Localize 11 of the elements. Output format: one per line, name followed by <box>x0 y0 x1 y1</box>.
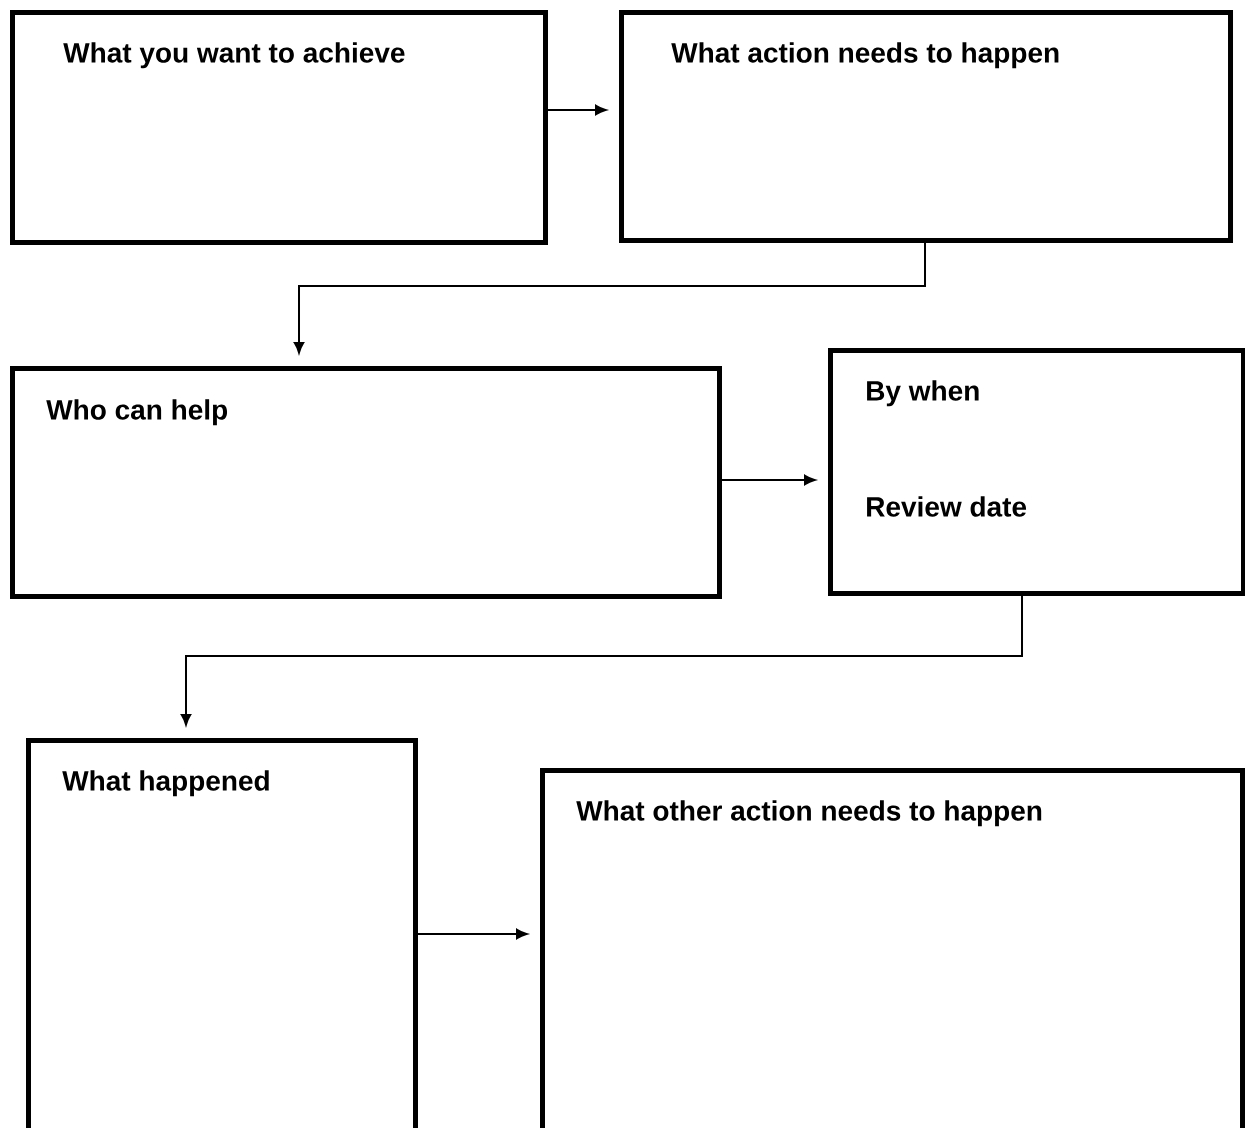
process-box: By when Review date <box>828 348 1245 596</box>
process-box: What action needs to happen <box>619 10 1233 243</box>
process-box: What happened <box>26 738 418 1128</box>
process-box: Who can help <box>10 366 722 599</box>
process-box: What you want to achieve <box>10 10 548 245</box>
arrow <box>293 242 926 354</box>
arrow <box>721 474 816 486</box>
process-box: What other action needs to happen <box>540 768 1245 1128</box>
arrow <box>417 928 528 940</box>
arrow <box>547 104 607 116</box>
arrow <box>180 595 1023 726</box>
